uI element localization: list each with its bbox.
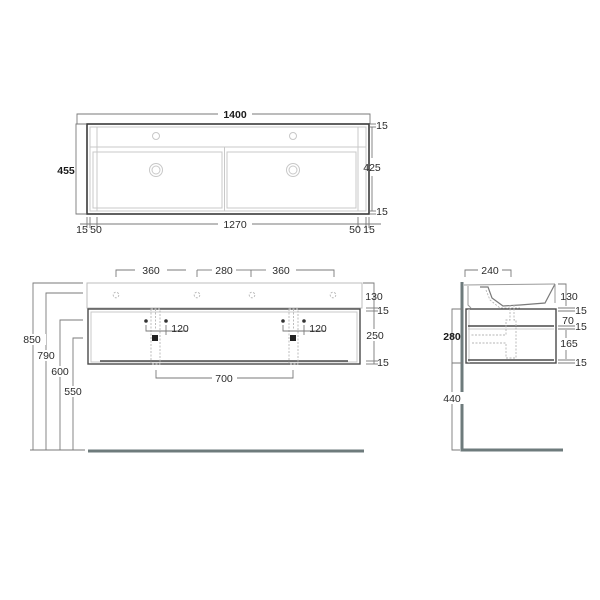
left-margin-label: 50 — [90, 224, 102, 236]
basin-height-label: 130 — [365, 291, 383, 303]
side-mid-panel-label: 15 — [575, 321, 587, 333]
height-600-label: 600 — [51, 366, 69, 378]
drawer-top-panel-label: 15 — [377, 305, 389, 317]
basin-profile — [480, 283, 556, 307]
drawer-cabinet — [87, 308, 361, 365]
fixing-spacing-left-label: 120 — [171, 323, 189, 335]
height-550-label: 550 — [64, 386, 82, 398]
height-850-label: 850 — [23, 334, 41, 346]
drawer-bottom-panel-label: 15 — [377, 357, 389, 369]
top-width-label: 1400 — [223, 109, 247, 121]
drain-trap-icon — [152, 335, 158, 341]
fixing-spacing-right-label: 120 — [309, 323, 327, 335]
tap-hole-icon — [248, 291, 256, 299]
side-top-panel-label: 15 — [575, 305, 587, 317]
top-depth-label: 455 — [57, 165, 75, 177]
bottom-rim-label: 15 — [376, 206, 388, 218]
drawer-height-label: 250 — [366, 330, 384, 342]
tap-hole-icon — [329, 291, 337, 299]
right-bowl — [226, 151, 357, 209]
basin-outline — [86, 123, 370, 215]
waste-spacing-label: 700 — [215, 373, 233, 385]
height-790-label: 790 — [37, 350, 55, 362]
fixing-icon — [164, 319, 168, 323]
tap-spacing-right-label: 360 — [272, 265, 290, 277]
right-margin-label: 50 — [349, 224, 361, 236]
bowls-width-label: 1270 — [223, 219, 247, 231]
top-rim-label: 15 — [376, 120, 388, 132]
left-plumbing: 120 — [144, 308, 189, 365]
tap-hole-icon — [193, 291, 201, 299]
drain-trap-icon — [290, 335, 296, 341]
side-basin-height-label: 130 — [560, 291, 578, 303]
tap-hole-icon — [152, 132, 160, 140]
tap-hole-icon — [112, 291, 120, 299]
side-view: 240 280 440 130 15 70 15 — [440, 265, 587, 452]
right-wall-label: 15 — [363, 224, 375, 236]
tap-spacing-left-label: 360 — [142, 265, 160, 277]
fixing-icon — [281, 319, 285, 323]
tap-spacing-center-label: 280 — [215, 265, 233, 277]
front-view: 360 280 360 120 — [22, 265, 389, 453]
side-cabinet — [465, 308, 557, 364]
basin-front — [86, 282, 363, 309]
left-wall-label: 15 — [76, 224, 88, 236]
side-drawer-front-label: 70 — [562, 315, 574, 327]
tap-hole-icon — [289, 132, 297, 140]
left-bowl — [92, 151, 223, 209]
basin-offset-label: 240 — [481, 265, 499, 277]
side-bottom-panel-label: 15 — [575, 357, 587, 369]
wall-and-floor — [460, 282, 563, 452]
drain-icon — [149, 163, 163, 177]
fixing-icon — [144, 319, 148, 323]
top-view: 1400 455 15 425 15 — [57, 109, 388, 236]
floor-clearance-label: 440 — [443, 393, 461, 405]
fixing-icon — [302, 319, 306, 323]
drain-icon — [286, 163, 300, 177]
right-plumbing: 120 — [281, 308, 327, 365]
side-lower-drawer-label: 165 — [560, 338, 578, 350]
unit-height-label: 280 — [443, 331, 461, 343]
inner-depth-label: 425 — [363, 162, 381, 174]
